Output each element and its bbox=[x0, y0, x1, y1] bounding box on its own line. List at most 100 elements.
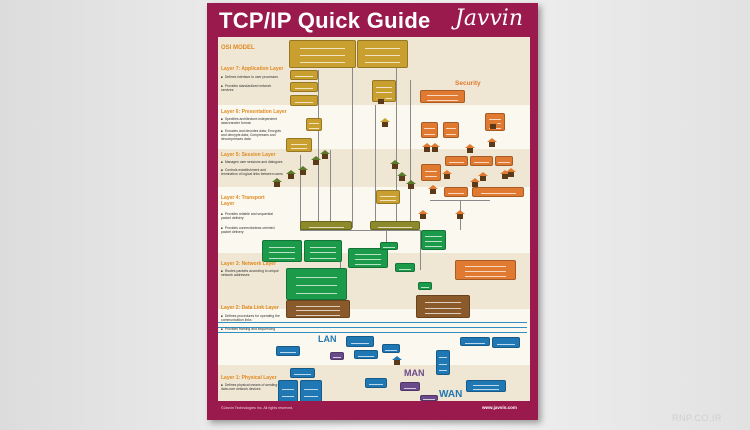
application-protocol-box bbox=[290, 82, 318, 92]
box-text-line bbox=[424, 301, 462, 303]
layer-7-bullet: Defines interface to user processes bbox=[221, 75, 283, 79]
port-arrow-base bbox=[392, 164, 398, 169]
port-arrow-base bbox=[490, 124, 496, 129]
layer-1-bullet: Defines physical means of sending data o… bbox=[221, 383, 283, 391]
box-text-line bbox=[425, 241, 442, 242]
layer-4-title: Layer 4: Transport Layer bbox=[221, 195, 265, 207]
box-text-line bbox=[474, 162, 489, 163]
physical-protocol-box bbox=[466, 380, 506, 392]
box-text-line bbox=[446, 128, 456, 130]
box-text-line bbox=[296, 314, 340, 316]
port-arrow-base bbox=[420, 214, 426, 219]
security-protocol-box bbox=[443, 122, 459, 138]
connector-line bbox=[330, 150, 331, 230]
application-protocol-box bbox=[290, 70, 318, 80]
network-bus-line bbox=[218, 327, 527, 328]
application-protocol-box bbox=[289, 40, 356, 68]
transport-protocol-box bbox=[300, 221, 352, 230]
port-arrow-base bbox=[288, 174, 294, 179]
box-text-line bbox=[424, 176, 438, 178]
port-arrow-base bbox=[378, 99, 384, 104]
layer-2-title: Layer 2: Data Link Layer bbox=[221, 305, 279, 311]
box-text-line bbox=[304, 396, 318, 397]
box-text-line bbox=[295, 285, 338, 286]
port-arrow-icon bbox=[442, 170, 452, 174]
physical-protocol-box bbox=[436, 350, 450, 375]
lan-label: LAN bbox=[318, 334, 337, 344]
box-text-line bbox=[383, 247, 395, 248]
port-arrow-base bbox=[502, 174, 508, 179]
security-protocol-box bbox=[421, 164, 441, 181]
box-text-line bbox=[488, 118, 502, 120]
port-arrow-base bbox=[424, 147, 430, 152]
network-protocol-box bbox=[380, 242, 398, 250]
physical-protocol-box bbox=[460, 337, 490, 346]
physical-protocol-box bbox=[278, 380, 298, 401]
port-arrow-base bbox=[472, 182, 478, 187]
port-arrow-icon bbox=[397, 172, 407, 176]
physical-protocol-box bbox=[276, 346, 300, 356]
port-arrow-icon bbox=[470, 178, 480, 182]
application-protocol-box bbox=[290, 95, 318, 106]
box-text-line bbox=[365, 62, 400, 63]
box-text-line bbox=[310, 252, 336, 253]
box-text-line bbox=[310, 246, 336, 248]
port-arrow-base bbox=[274, 182, 280, 187]
box-text-line bbox=[309, 127, 319, 129]
box-text-line bbox=[310, 257, 336, 259]
layer-7-title: Layer 7: Application Layer bbox=[221, 66, 284, 72]
box-text-line bbox=[448, 193, 464, 194]
security-protocol-box bbox=[444, 187, 468, 197]
box-text-line bbox=[376, 92, 392, 93]
brand-logo: Javvin bbox=[455, 6, 523, 31]
box-text-line bbox=[332, 357, 342, 358]
network-bus-line bbox=[218, 322, 527, 323]
box-text-line bbox=[358, 355, 374, 357]
connector-line bbox=[318, 70, 319, 230]
layer-6-bullet: Encodes and decodes data; Encrypts and d… bbox=[221, 129, 283, 142]
box-text-line bbox=[438, 363, 448, 365]
port-arrow-base bbox=[432, 147, 438, 152]
physical-protocol-box bbox=[300, 380, 322, 401]
application-protocol-box bbox=[306, 118, 322, 131]
physical-protocol-box bbox=[365, 378, 387, 388]
box-text-line bbox=[385, 349, 397, 351]
box-text-line bbox=[295, 277, 338, 278]
network-protocol-box bbox=[348, 248, 388, 268]
port-arrow-icon bbox=[428, 185, 438, 189]
box-text-line bbox=[496, 343, 516, 345]
network-bus-line bbox=[218, 332, 527, 333]
box-text-line bbox=[350, 342, 370, 344]
box-text-line bbox=[294, 374, 311, 375]
port-arrow-icon bbox=[465, 144, 475, 148]
connector-line bbox=[430, 200, 490, 201]
network-protocol-box bbox=[262, 240, 302, 262]
network-protocol-box bbox=[304, 240, 342, 262]
application-protocol-box bbox=[357, 40, 408, 68]
wan-label: WAN bbox=[439, 389, 463, 400]
port-arrow-base bbox=[313, 160, 319, 165]
port-arrow-icon bbox=[376, 95, 386, 99]
port-arrow-icon bbox=[406, 180, 416, 184]
box-text-line bbox=[365, 48, 400, 49]
connector-line bbox=[420, 230, 421, 270]
port-arrow-icon bbox=[272, 178, 282, 182]
layer-7-bullet: Provides standardized network services bbox=[221, 84, 283, 92]
port-arrow-icon bbox=[478, 172, 488, 176]
box-text-line bbox=[354, 259, 382, 260]
box-text-line bbox=[369, 384, 383, 385]
man-protocol-box bbox=[420, 395, 438, 401]
port-arrow-base bbox=[480, 176, 486, 181]
box-text-line bbox=[299, 62, 346, 63]
box-text-line bbox=[424, 128, 435, 130]
physical-protocol-box bbox=[354, 350, 378, 359]
box-text-line bbox=[465, 342, 485, 344]
osi-model-label: OSI MODEL bbox=[221, 45, 255, 51]
port-arrow-base bbox=[322, 154, 328, 159]
security-protocol-box bbox=[455, 260, 516, 280]
port-arrow-icon bbox=[488, 120, 498, 124]
box-text-line bbox=[280, 352, 296, 353]
box-text-line bbox=[296, 305, 340, 307]
box-text-line bbox=[365, 55, 400, 56]
box-text-line bbox=[304, 388, 318, 390]
